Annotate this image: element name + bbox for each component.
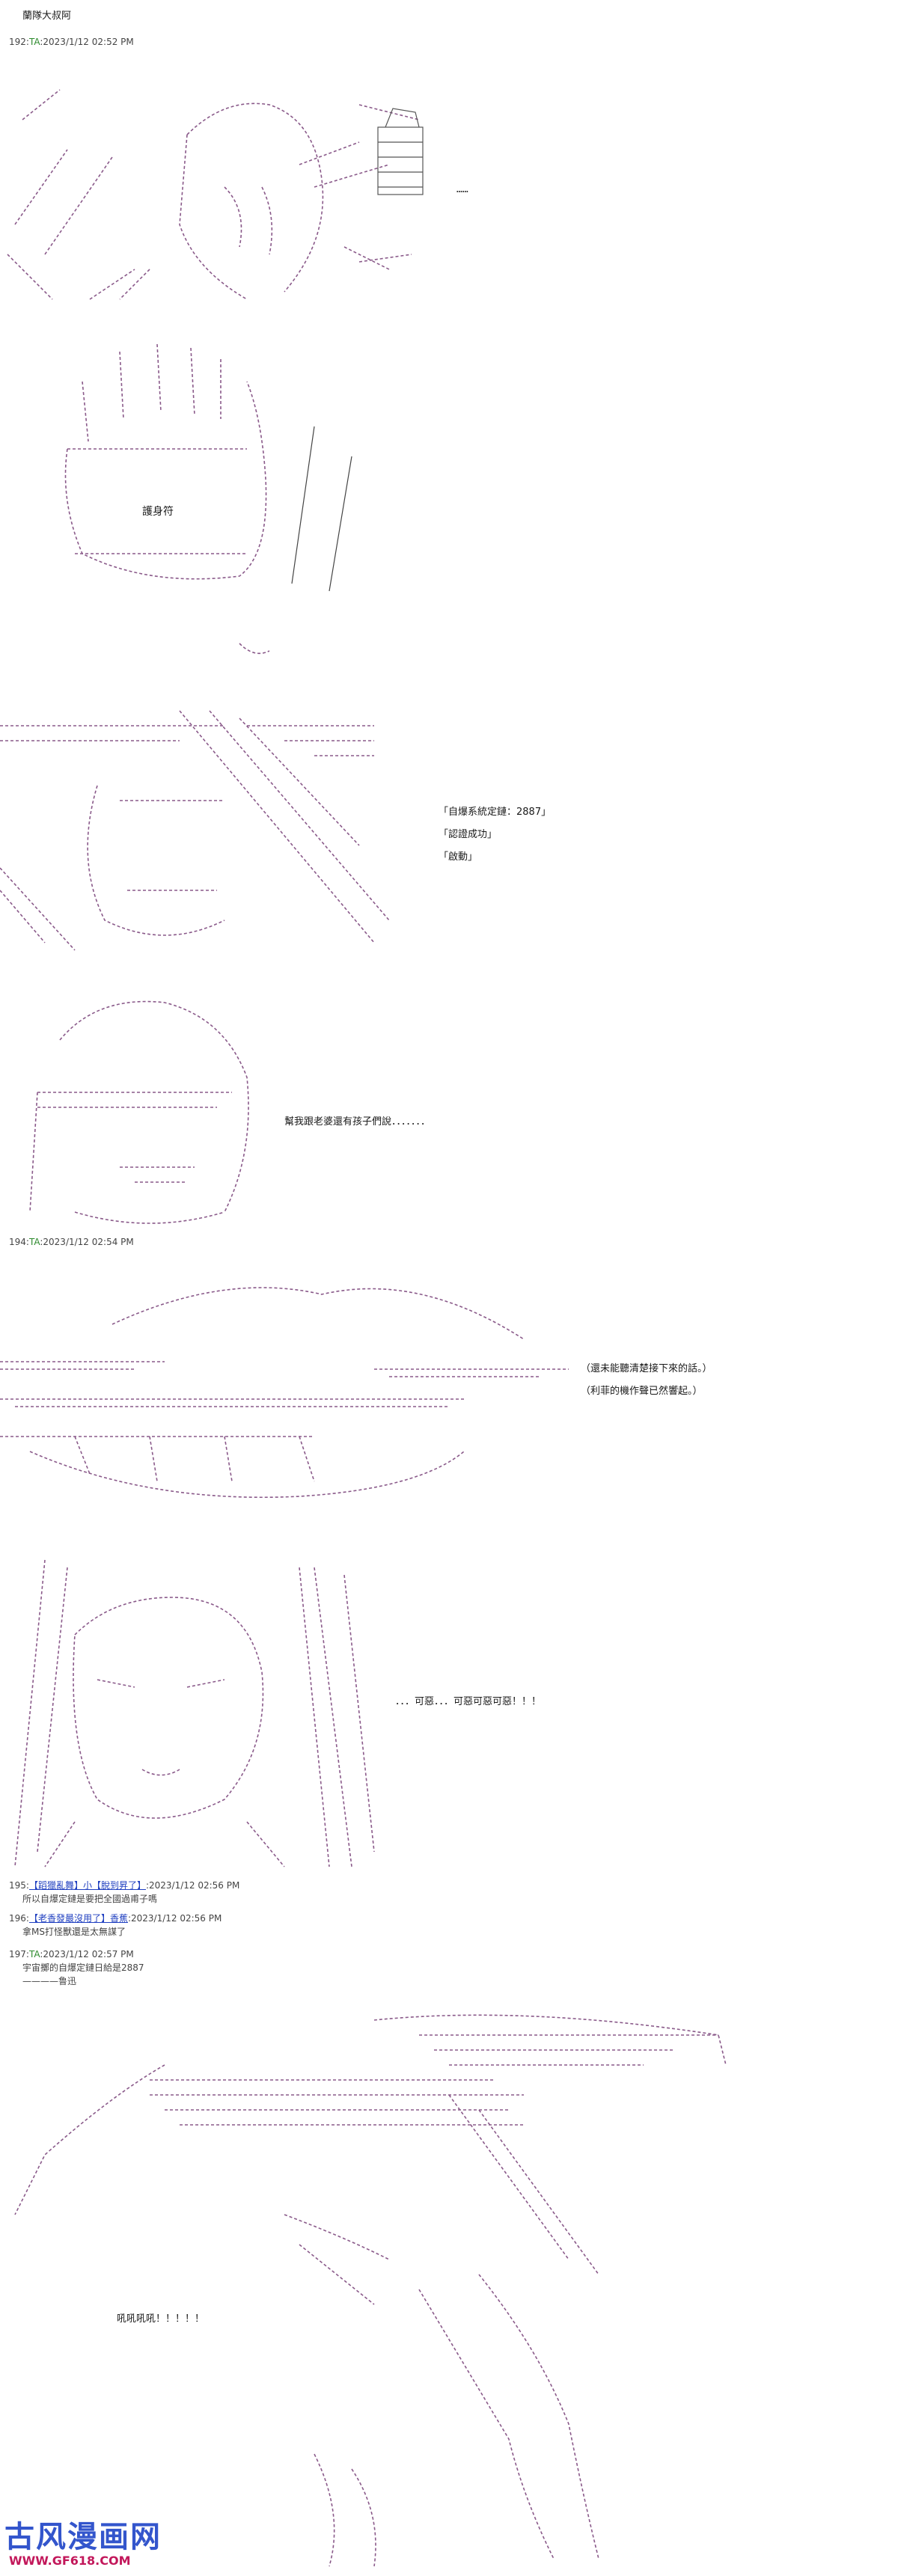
panel-7-lines (14, 2014, 727, 2567)
dialogue-line: 幫我跟老婆還有孩子們說．．．．．．． (284, 1116, 431, 1128)
header-note: 蘭隊大叔阿 (22, 10, 72, 22)
post-body: 宇宙擲的自爆定鏈日給是2887 (22, 1962, 144, 1973)
roar-line: 吼吼吼吼！！！！！ (117, 2313, 205, 2325)
panel-2-art: 護身符 (0, 329, 898, 673)
poster-name[interactable]: TA (28, 1949, 40, 1959)
panel-2-lines (64, 343, 352, 655)
post-number: 192 (9, 37, 26, 47)
panel-4-art: 幫我跟老婆還有孩子們說．．．．．．． (0, 988, 898, 1235)
panel-5-lines (0, 1287, 569, 1498)
post-number: 197 (9, 1949, 26, 1959)
post-time: 2023/1/12 02:56 PM (131, 1913, 222, 1924)
poster-name-link[interactable]: 【老香發最沒用了】香蕉 (28, 1913, 128, 1924)
shout-line: ．．．可惡．．．可惡可惡可惡！！！ (395, 1696, 542, 1707)
watermark-site-name: 古风漫画网 (4, 2519, 162, 2554)
system-line-3: 「啟動」 (439, 851, 478, 863)
panel-7-art: 吼吼吼吼！！！！！ (0, 1990, 898, 2574)
post-number: 196 (9, 1913, 26, 1924)
post-number: 195 (9, 1880, 26, 1891)
post-header: 197:TA:2023/1/12 02:57 PM (9, 1949, 134, 1959)
talisman-label: 護身符 (142, 506, 174, 518)
post-time: 2023/1/12 02:56 PM (149, 1880, 240, 1891)
post-body: 拿MS打怪獸還是太無謀了 (22, 1927, 126, 1937)
panel-1-lines (7, 89, 424, 300)
narration-line-2: （利菲的機作聲已然響起。） (581, 1386, 703, 1397)
system-line-1: 「自爆系統定鏈：2887」 (439, 807, 552, 818)
post-time: 2023/1/12 02:52 PM (43, 37, 134, 47)
panel-1-dots: …… (456, 184, 468, 195)
poster-name[interactable]: TA (28, 1237, 40, 1247)
post-header: 194:TA:2023/1/12 02:54 PM (9, 1237, 134, 1247)
panel-1-art: …… (0, 75, 898, 322)
post-signature: ————鲁迅 (22, 1976, 77, 1986)
site-watermark: 古风漫画网 WWW.GF618.COM (4, 2520, 162, 2572)
panel-6-art: ．．．可惡．．．可惡可惡可惡！！！ (0, 1552, 898, 1874)
post-header: 192:TA:2023/1/12 02:52 PM (9, 37, 134, 47)
panel-3-art: 「自爆系統定鏈：2887」 「認證成功」 「啟動」 (0, 696, 898, 973)
panel-4-lines (29, 1000, 249, 1224)
post-body: 所以自爆定鏈是要把全國過甫子嗎 (22, 1894, 158, 1904)
post-header: 196:【老香發最沒用了】香蕉:2023/1/12 02:56 PM (9, 1913, 222, 1924)
panel-3-lines (0, 710, 390, 951)
post-time: 2023/1/12 02:54 PM (43, 1237, 134, 1247)
post-number: 194 (9, 1237, 26, 1247)
post-header: 195:【蹈獵亂舞】小【脫到昇了】:2023/1/12 02:56 PM (9, 1880, 240, 1891)
post-time: 2023/1/12 02:57 PM (43, 1949, 134, 1959)
watermark-url: WWW.GF618.COM (9, 2554, 131, 2568)
panel-6-lines (14, 1559, 375, 1867)
narration-line-1: （還未能聽清楚接下來的話。） (581, 1363, 712, 1374)
poster-name[interactable]: TA (28, 37, 40, 47)
poster-name-link[interactable]: 【蹈獵亂舞】小【脫到昇了】 (28, 1880, 146, 1891)
panel-5-art: （還未能聽清楚接下來的話。） （利菲的機作聲已然響起。） (0, 1257, 898, 1526)
system-line-2: 「認證成功」 (439, 829, 498, 840)
